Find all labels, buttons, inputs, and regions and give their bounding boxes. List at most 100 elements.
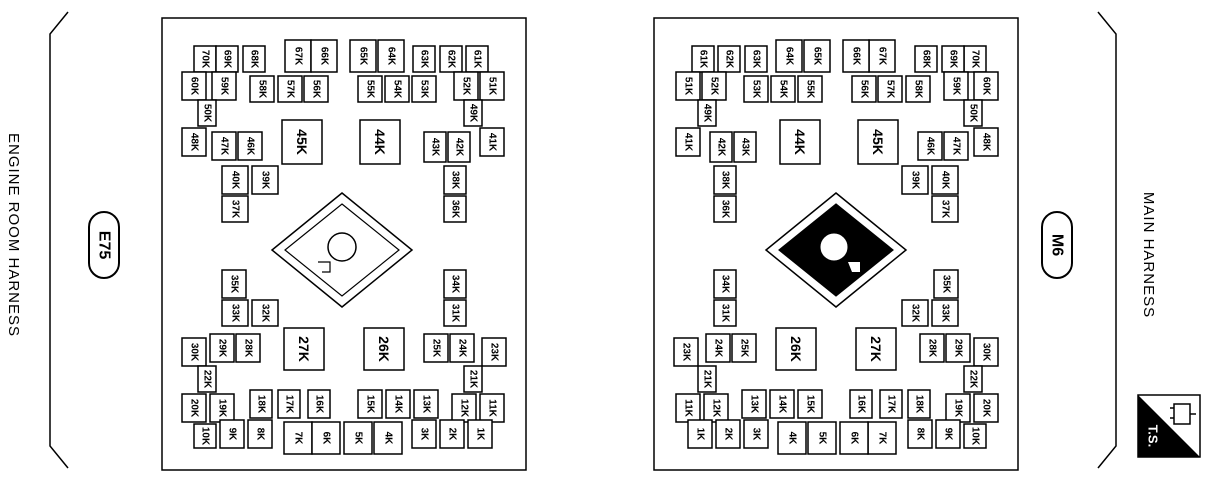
engine-room-terminal-label: 25K [431,339,442,358]
main-harness-terminal-label: 28K [927,339,938,358]
main-harness-terminal-label: 36K [720,200,731,219]
engine-room-terminal-61k: 61K [465,45,489,73]
main-harness-terminal-54k: 54K [770,75,796,103]
main-harness-terminal-label: 44K [792,129,808,155]
main-harness-terminal-17k: 17K [879,389,903,419]
main-harness-terminal-label: 45K [870,129,886,155]
main-harness-terminal-label: 23K [681,343,692,362]
main-harness-terminal-27k: 27K [855,327,897,371]
engine-room-terminal-label: 14K [393,395,404,414]
main-harness-terminal-label: 15K [805,395,816,414]
engine-room-terminal-label: 30K [189,343,200,362]
main-harness-terminal-35k: 35K [933,269,959,299]
engine-room-terminal-label: 39K [260,171,271,190]
engine-room-terminal-59k: 59K [211,71,237,101]
main-harness-terminal-label: 34K [720,275,731,294]
main-harness-terminal-30k: 30K [973,337,999,367]
main-harness-terminal-label: 21K [702,370,713,389]
engine-room-terminal-label: 67K [293,47,304,66]
main-harness-terminal-56k: 56K [851,75,877,103]
svg-text:M6: M6 [1049,234,1066,256]
engine-room-terminal-32k: 32K [251,299,279,327]
main-harness-terminal-label: 61K [698,50,709,69]
engine-room-terminal-45k: 45K [281,119,323,165]
main-harness-terminal-14k: 14K [769,389,795,419]
main-harness-terminal-66k: 66K [842,39,870,73]
main-harness-terminal-50k: 50K [963,99,983,127]
engine-room-terminal-label: 1K [475,428,486,442]
main-harness-terminal-label: 4K [787,432,798,446]
main-harness-terminal-label: 63K [751,50,762,69]
main-harness-terminal-39k: 39K [901,165,929,195]
engine-room-terminal-label: 42K [454,138,465,157]
e75-connector-id: E75 [88,211,120,279]
engine-room-terminal-31k: 31K [443,299,467,327]
main-harness-terminal-label: 2K [723,428,734,442]
main-harness-terminal-34k: 34K [713,269,737,299]
engine-room-terminal-label: 54K [392,80,403,99]
engine-room-terminal-68k: 68K [242,45,266,73]
engine-room-terminal-label: 13K [421,395,432,414]
main-harness-terminal-4k: 4K [777,421,807,455]
engine-room-terminal-57k: 57K [277,75,303,103]
engine-room-terminal-label: 62K [446,50,457,69]
main-harness-terminal-label: 58K [913,80,924,99]
main-harness-terminal-29k: 29K [945,333,971,363]
main-harness-terminal-63k: 63K [744,45,768,73]
engine-room-terminal-label: 61K [472,50,483,69]
svg-text:E75: E75 [96,231,113,260]
engine-room-terminal-40k: 40K [221,165,249,195]
engine-room-terminal-15k: 15K [357,389,383,419]
engine-room-terminal-60k: 60K [181,71,207,101]
engine-room-terminal-28k: 28K [235,333,261,363]
main-harness-terminal-15k: 15K [797,389,823,419]
main-harness-terminal-label: 26K [788,336,804,362]
engine-room-terminal-35k: 35K [221,269,247,299]
main-harness-terminal-38k: 38K [713,165,737,195]
main-harness-terminal-53k: 53K [743,75,769,103]
engine-room-terminal-label: 65K [358,47,369,66]
engine-room-terminal-label: 57K [285,80,296,99]
main-harness-terminal-36k: 36K [713,195,737,223]
engine-room-terminal-label: 3K [419,428,430,442]
main-harness-terminal-label: 11K [683,399,694,418]
engine-room-terminal-55k: 55K [357,75,383,103]
engine-room-terminal-26k: 26K [363,327,405,371]
main-harness-terminal-51k: 51K [675,71,701,101]
main-harness-terminal-label: 49K [702,104,713,123]
main-harness-terminal-6k: 6K [839,421,869,455]
engine-room-terminal-20k: 20K [181,393,207,423]
engine-room-terminal-6k: 6K [311,421,341,455]
engine-room-terminal-23k: 23K [481,337,507,367]
engine-room-terminal-69k: 69K [215,45,239,73]
engine-room-terminal-42k: 42K [447,131,471,163]
engine-room-terminal-30k: 30K [181,337,207,367]
main-harness-terminal-9k: 9K [935,419,961,449]
main-harness-terminal-label: 51K [683,77,694,96]
engine-room-terminal-33k: 33K [221,299,249,327]
main-harness-terminal-37k: 37K [931,195,959,223]
main-harness-terminal-label: 25K [739,339,750,358]
engine-room-terminal-36k: 36K [443,195,467,223]
engine-room-terminal-37k: 37K [221,195,249,223]
engine-room-terminal-label: 60K [189,77,200,96]
engine-room-terminal-label: 55K [365,80,376,99]
engine-room-terminal-7k: 7K [283,421,313,455]
engine-room-terminal-41k: 41K [479,127,505,157]
main-harness-terminal-60k: 60K [973,71,999,101]
main-harness-terminal-label: 37K [940,200,951,219]
main-harness-terminal-68k: 68K [914,45,938,73]
engine-room-terminal-label: 23K [489,343,500,362]
engine-room-terminal-53k: 53K [411,75,437,103]
main-harness-terminal-label: 17K [886,395,897,414]
main-harness-terminal-label: 24K [713,339,724,358]
main-harness-terminal-label: 40K [940,171,951,190]
main-harness-terminal-24k: 24K [705,333,731,363]
engine-room-terminal-54k: 54K [384,75,410,103]
engine-room-terminal-label: 70K [200,50,211,69]
engine-room-terminal-label: 9K [227,428,238,442]
engine-room-terminal-label: 8K [255,428,266,442]
main-harness-terminal-28k: 28K [919,333,945,363]
engine-room-terminal-label: 21K [468,370,479,389]
engine-room-terminal-label: 37K [230,200,241,219]
